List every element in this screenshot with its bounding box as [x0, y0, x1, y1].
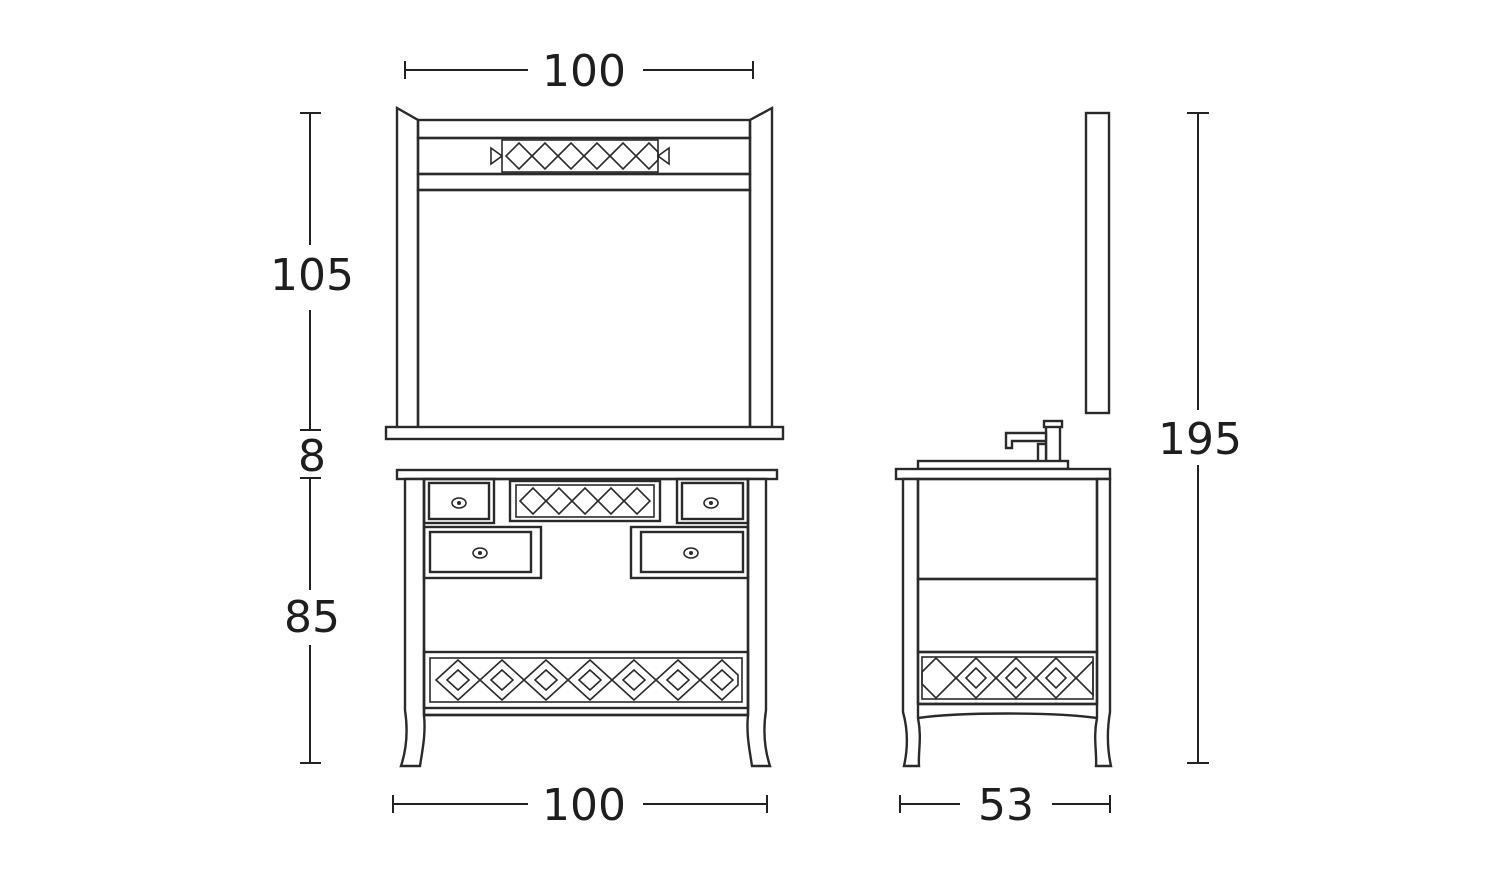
- dimension-cabinet-width: 100: [392, 780, 768, 831]
- mirror-side-profile: [1084, 111, 1111, 415]
- dimension-side-depth: 53: [899, 780, 1111, 831]
- mirror-lattice-frieze: [490, 139, 670, 173]
- cabinet-front-view: [395, 468, 779, 768]
- mirror-front-view: [384, 105, 785, 441]
- mirror-height-label: 105: [270, 250, 354, 301]
- mirror-width-label: 100: [542, 46, 626, 97]
- dimension-total-height: 195: [1158, 112, 1242, 764]
- cabinet-height-label: 85: [284, 592, 340, 643]
- faucet: [1004, 419, 1064, 466]
- gap-label: 8: [298, 431, 326, 482]
- cabinet-drawer-lattice: [518, 486, 652, 516]
- cabinet-bottom-lattice: [434, 658, 739, 702]
- side-lattice: [921, 656, 1094, 700]
- dimension-mirror-width: 100: [404, 46, 754, 97]
- dimension-left-vertical: 105 8 85: [270, 112, 354, 764]
- side-view: [894, 111, 1113, 768]
- side-depth-label: 53: [978, 780, 1034, 831]
- total-height-label: 195: [1158, 414, 1242, 465]
- cabinet-width-label: 100: [542, 780, 626, 831]
